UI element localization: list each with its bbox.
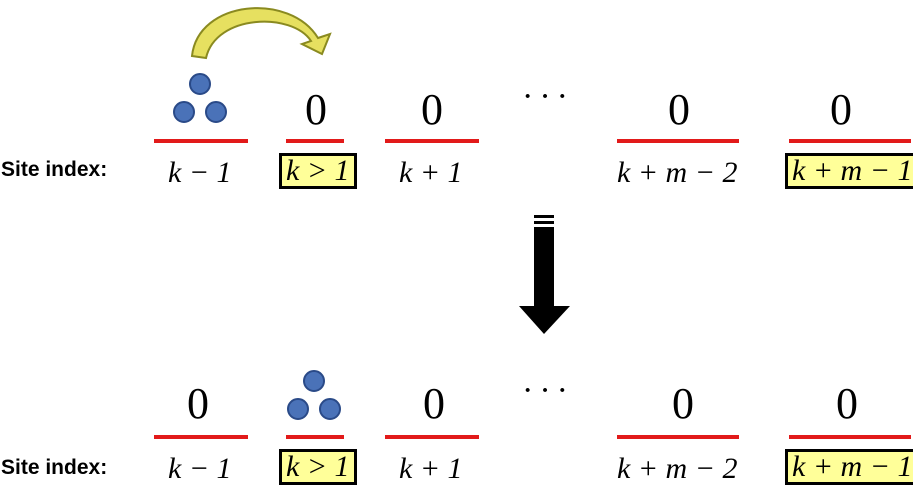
site-line xyxy=(385,139,479,143)
transition-arrow xyxy=(519,215,570,334)
site-index: k + m − 2 xyxy=(617,156,738,189)
site-line xyxy=(154,435,248,439)
site-index: k + m − 2 xyxy=(617,452,738,485)
occupancy-value: 0 xyxy=(305,85,327,134)
row-label: Site index: xyxy=(1,158,108,181)
site-line xyxy=(286,139,344,143)
row-label: Site index: xyxy=(1,456,108,479)
site-index: k − 1 xyxy=(168,452,232,485)
site-line xyxy=(385,435,479,439)
site-line xyxy=(789,435,911,439)
ellipsis: ··· xyxy=(522,78,574,115)
site-line xyxy=(789,139,911,143)
occupancy-value: 0 xyxy=(668,85,690,134)
ellipsis: ··· xyxy=(522,372,574,409)
occupancy-value: 0 xyxy=(421,85,443,134)
site-index: k + 1 xyxy=(399,452,463,485)
occupancy-value: 0 xyxy=(830,85,852,134)
site-index-highlighted: k + m − 1 xyxy=(785,449,913,485)
particle-cluster-bottom xyxy=(287,370,341,420)
occupancy-value: 0 xyxy=(423,379,445,428)
site-index: k + 1 xyxy=(399,156,463,189)
occupancy-value: 0 xyxy=(187,379,209,428)
particle-cluster-top xyxy=(173,73,227,123)
site-index: k − 1 xyxy=(168,156,232,189)
site-index-highlighted: k + m − 1 xyxy=(785,153,913,189)
site-line xyxy=(154,139,248,143)
hop-arrow xyxy=(190,7,332,60)
site-line xyxy=(617,139,739,143)
occupancy-value: 0 xyxy=(672,379,694,428)
site-line xyxy=(617,435,739,439)
site-line xyxy=(286,435,344,439)
site-index-highlighted: k > 1 xyxy=(279,153,357,189)
site-index-highlighted: k > 1 xyxy=(279,449,357,485)
occupancy-value: 0 xyxy=(836,379,858,428)
